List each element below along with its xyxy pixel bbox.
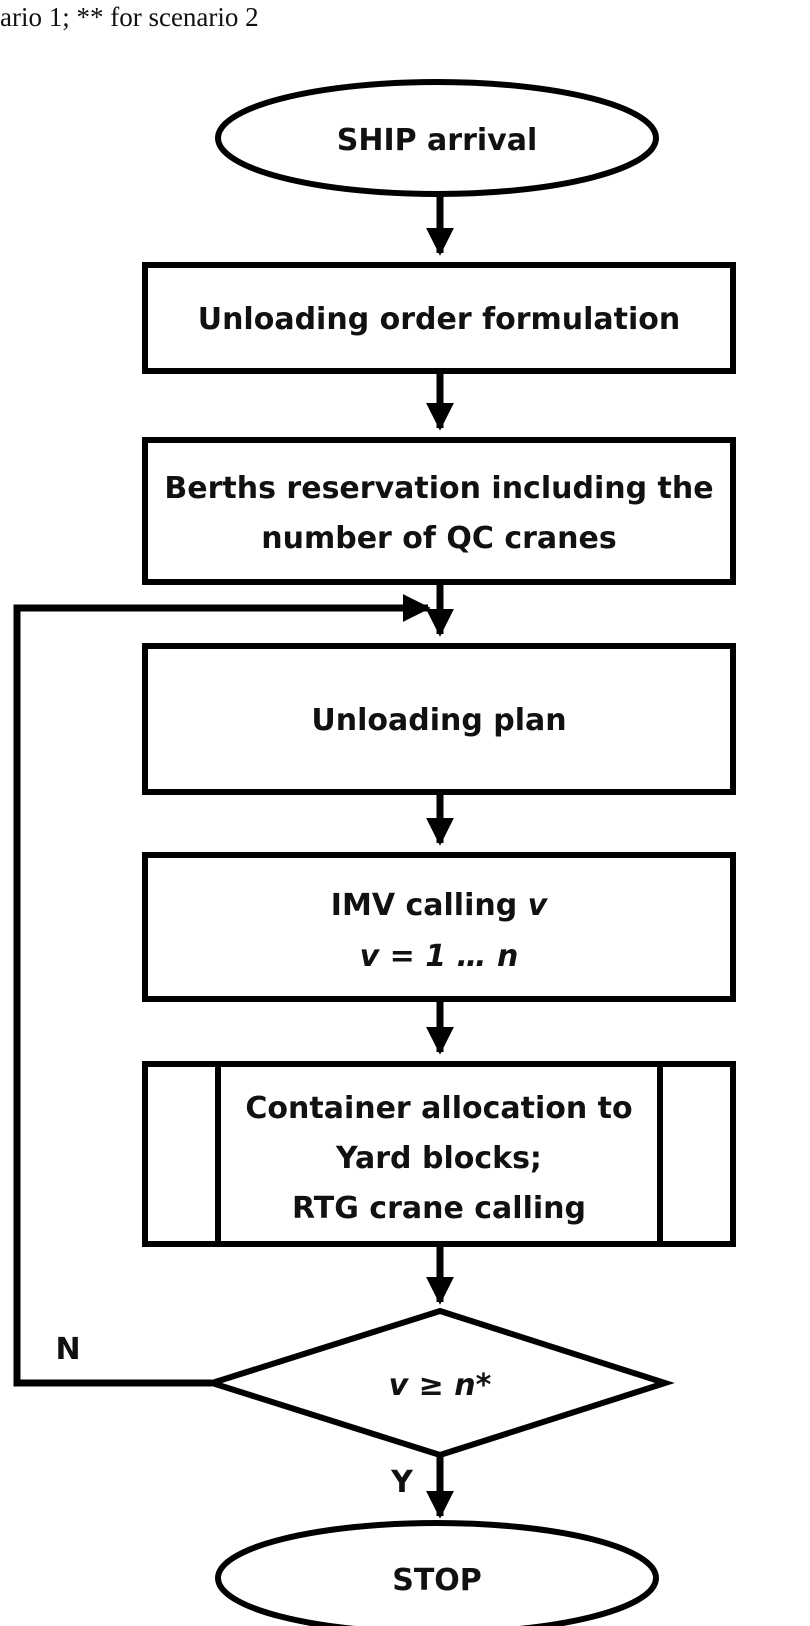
process-imv-calling-line-1: IMV calling v [331,888,549,923]
process-unloading-order: Unloading order formulation [142,262,736,374]
process-berths-reservation-line-1: Berths reservation including the [164,471,713,506]
process-unloading-order-label: Unloading order formulation [198,302,681,337]
decision-condition-label: v ≥ n* [389,1368,492,1403]
figure-caption-fragment: ario 1; ** for scenario 2 [0,2,259,32]
container-allocation-line-1: Container allocation to [245,1091,632,1126]
container-allocation-line-3: RTG crane calling [292,1191,586,1226]
start-terminator-label: SHIP arrival [337,123,538,158]
edge-label-no: N [55,1332,80,1367]
process-berths-reservation: Berths reservation including the number … [142,437,736,585]
process-imv-calling: IMV calling v v = 1 … n [142,852,736,1002]
container-allocation-line-2: Yard blocks; [335,1141,542,1176]
process-berths-reservation-line-2: number of QC cranes [261,521,617,556]
process-unloading-plan-label: Unloading plan [311,703,566,738]
start-terminator: SHIP arrival [215,79,659,197]
stop-terminator: STOP [215,1520,659,1626]
imv-calling-prefix: IMV calling [331,888,528,923]
predefined-process-container-allocation: Container allocation to Yard blocks; RTG… [142,1061,736,1247]
process-unloading-plan: Unloading plan [142,643,736,795]
decision-diamond: v ≥ n* [202,1307,675,1459]
edge-label-yes: Y [390,1465,414,1500]
process-imv-calling-line-2: v = 1 … n [360,939,519,974]
stop-terminator-label: STOP [392,1563,482,1598]
imv-calling-variable: v [528,888,549,923]
edge-no-loop-back [13,594,431,1387]
